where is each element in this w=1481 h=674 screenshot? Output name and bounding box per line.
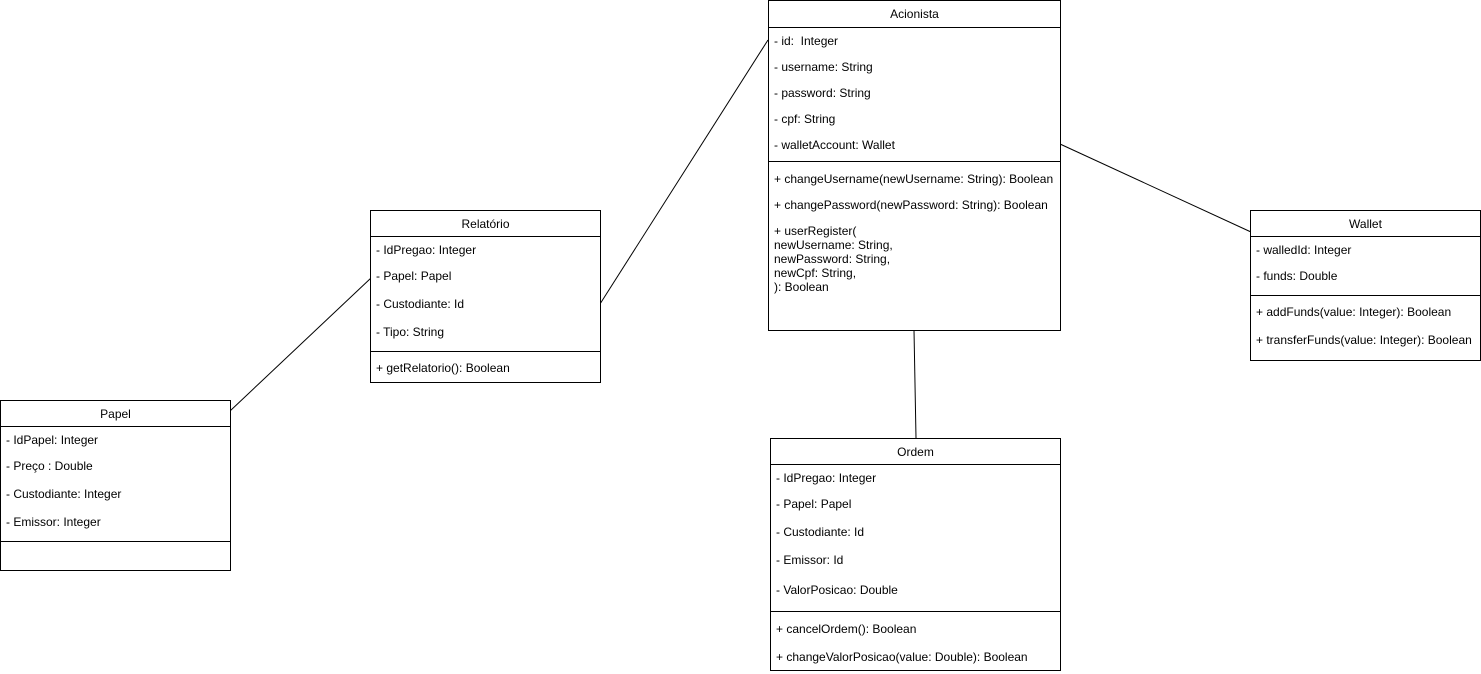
attribute: - IdPregao: Integer [376, 243, 477, 257]
attribute: - Papel: Papel [376, 269, 452, 283]
class-ordem-name: Ordem [771, 439, 1060, 465]
attribute: - IdPregao: Integer [776, 471, 877, 485]
attribute: - id: Integer [774, 34, 839, 48]
method: + getRelatorio(): Boolean [376, 361, 510, 375]
attribute: - IdPapel: Integer [6, 433, 99, 447]
attribute: - Preço : Double [6, 459, 93, 473]
class-wallet-methods: + addFunds(value: Integer): Boolean + tr… [1251, 295, 1480, 360]
method: + changeUsername(newUsername: String): B… [774, 172, 1054, 186]
attribute: - Custodiante: Id [776, 525, 865, 539]
class-papel-attributes: - IdPapel: Integer - Preço : Double - Cu… [1, 427, 230, 541]
attribute: - walletAccount: Wallet [774, 138, 895, 152]
class-ordem[interactable]: Ordem - IdPregao: Integer - Papel: Papel… [770, 438, 1061, 671]
class-papel-name: Papel [1, 401, 230, 427]
class-acionista-methods: + changeUsername(newUsername: String): B… [769, 161, 1060, 330]
method: + userRegister( newUsername: String, new… [774, 224, 893, 294]
attribute: - Custodiante: Id [376, 297, 465, 311]
class-ordem-methods: + cancelOrdem(): Boolean + changeValorPo… [771, 611, 1060, 670]
class-relatorio-name: Relatório [371, 211, 600, 237]
association-relatorio-acionista [599, 39, 769, 305]
attribute: - password: String [774, 86, 871, 100]
attribute: - cpf: String [774, 112, 836, 126]
attribute: - Emissor: Id [776, 553, 844, 567]
class-relatorio-methods: + getRelatorio(): Boolean [371, 351, 600, 382]
class-acionista[interactable]: Acionista - id: Integer - username: Stri… [768, 0, 1061, 331]
method: + cancelOrdem(): Boolean [776, 622, 917, 636]
class-ordem-attributes: - IdPregao: Integer - Papel: Papel - Cus… [771, 465, 1060, 611]
class-papel-methods [1, 541, 230, 570]
method: + changeValorPosicao(value: Double): Boo… [776, 650, 1028, 664]
method: + changePassword(newPassword: String): B… [774, 198, 1048, 212]
class-wallet-name: Wallet [1251, 211, 1480, 237]
method: + addFunds(value: Integer): Boolean [1256, 305, 1452, 319]
association-papel-relatorio [229, 277, 372, 412]
attribute: - funds: Double [1256, 269, 1338, 283]
class-acionista-attributes: - id: Integer - username: String - passw… [769, 28, 1060, 161]
attribute: - Papel: Papel [776, 497, 852, 511]
attribute: - Custodiante: Integer [6, 487, 122, 501]
class-relatorio[interactable]: Relatório - IdPregao: Integer - Papel: P… [370, 210, 601, 383]
class-relatorio-attributes: - IdPregao: Integer - Papel: Papel - Cus… [371, 237, 600, 351]
attribute: - ValorPosicao: Double [776, 583, 898, 597]
class-papel[interactable]: Papel - IdPapel: Integer - Preço : Doubl… [0, 400, 231, 571]
class-wallet[interactable]: Wallet - walledId: Integer - funds: Doub… [1250, 210, 1481, 361]
attribute: - username: String [774, 60, 873, 74]
attribute: - Emissor: Integer [6, 515, 101, 529]
attribute: - Tipo: String [376, 325, 445, 339]
class-wallet-attributes: - walledId: Integer - funds: Double [1251, 237, 1480, 295]
attribute: - walledId: Integer [1256, 243, 1352, 257]
association-acionista-ordem [913, 329, 917, 439]
method: + transferFunds(value: Integer): Boolean [1256, 333, 1472, 347]
class-acionista-name: Acionista [769, 1, 1060, 28]
association-acionista-wallet [1059, 143, 1252, 233]
